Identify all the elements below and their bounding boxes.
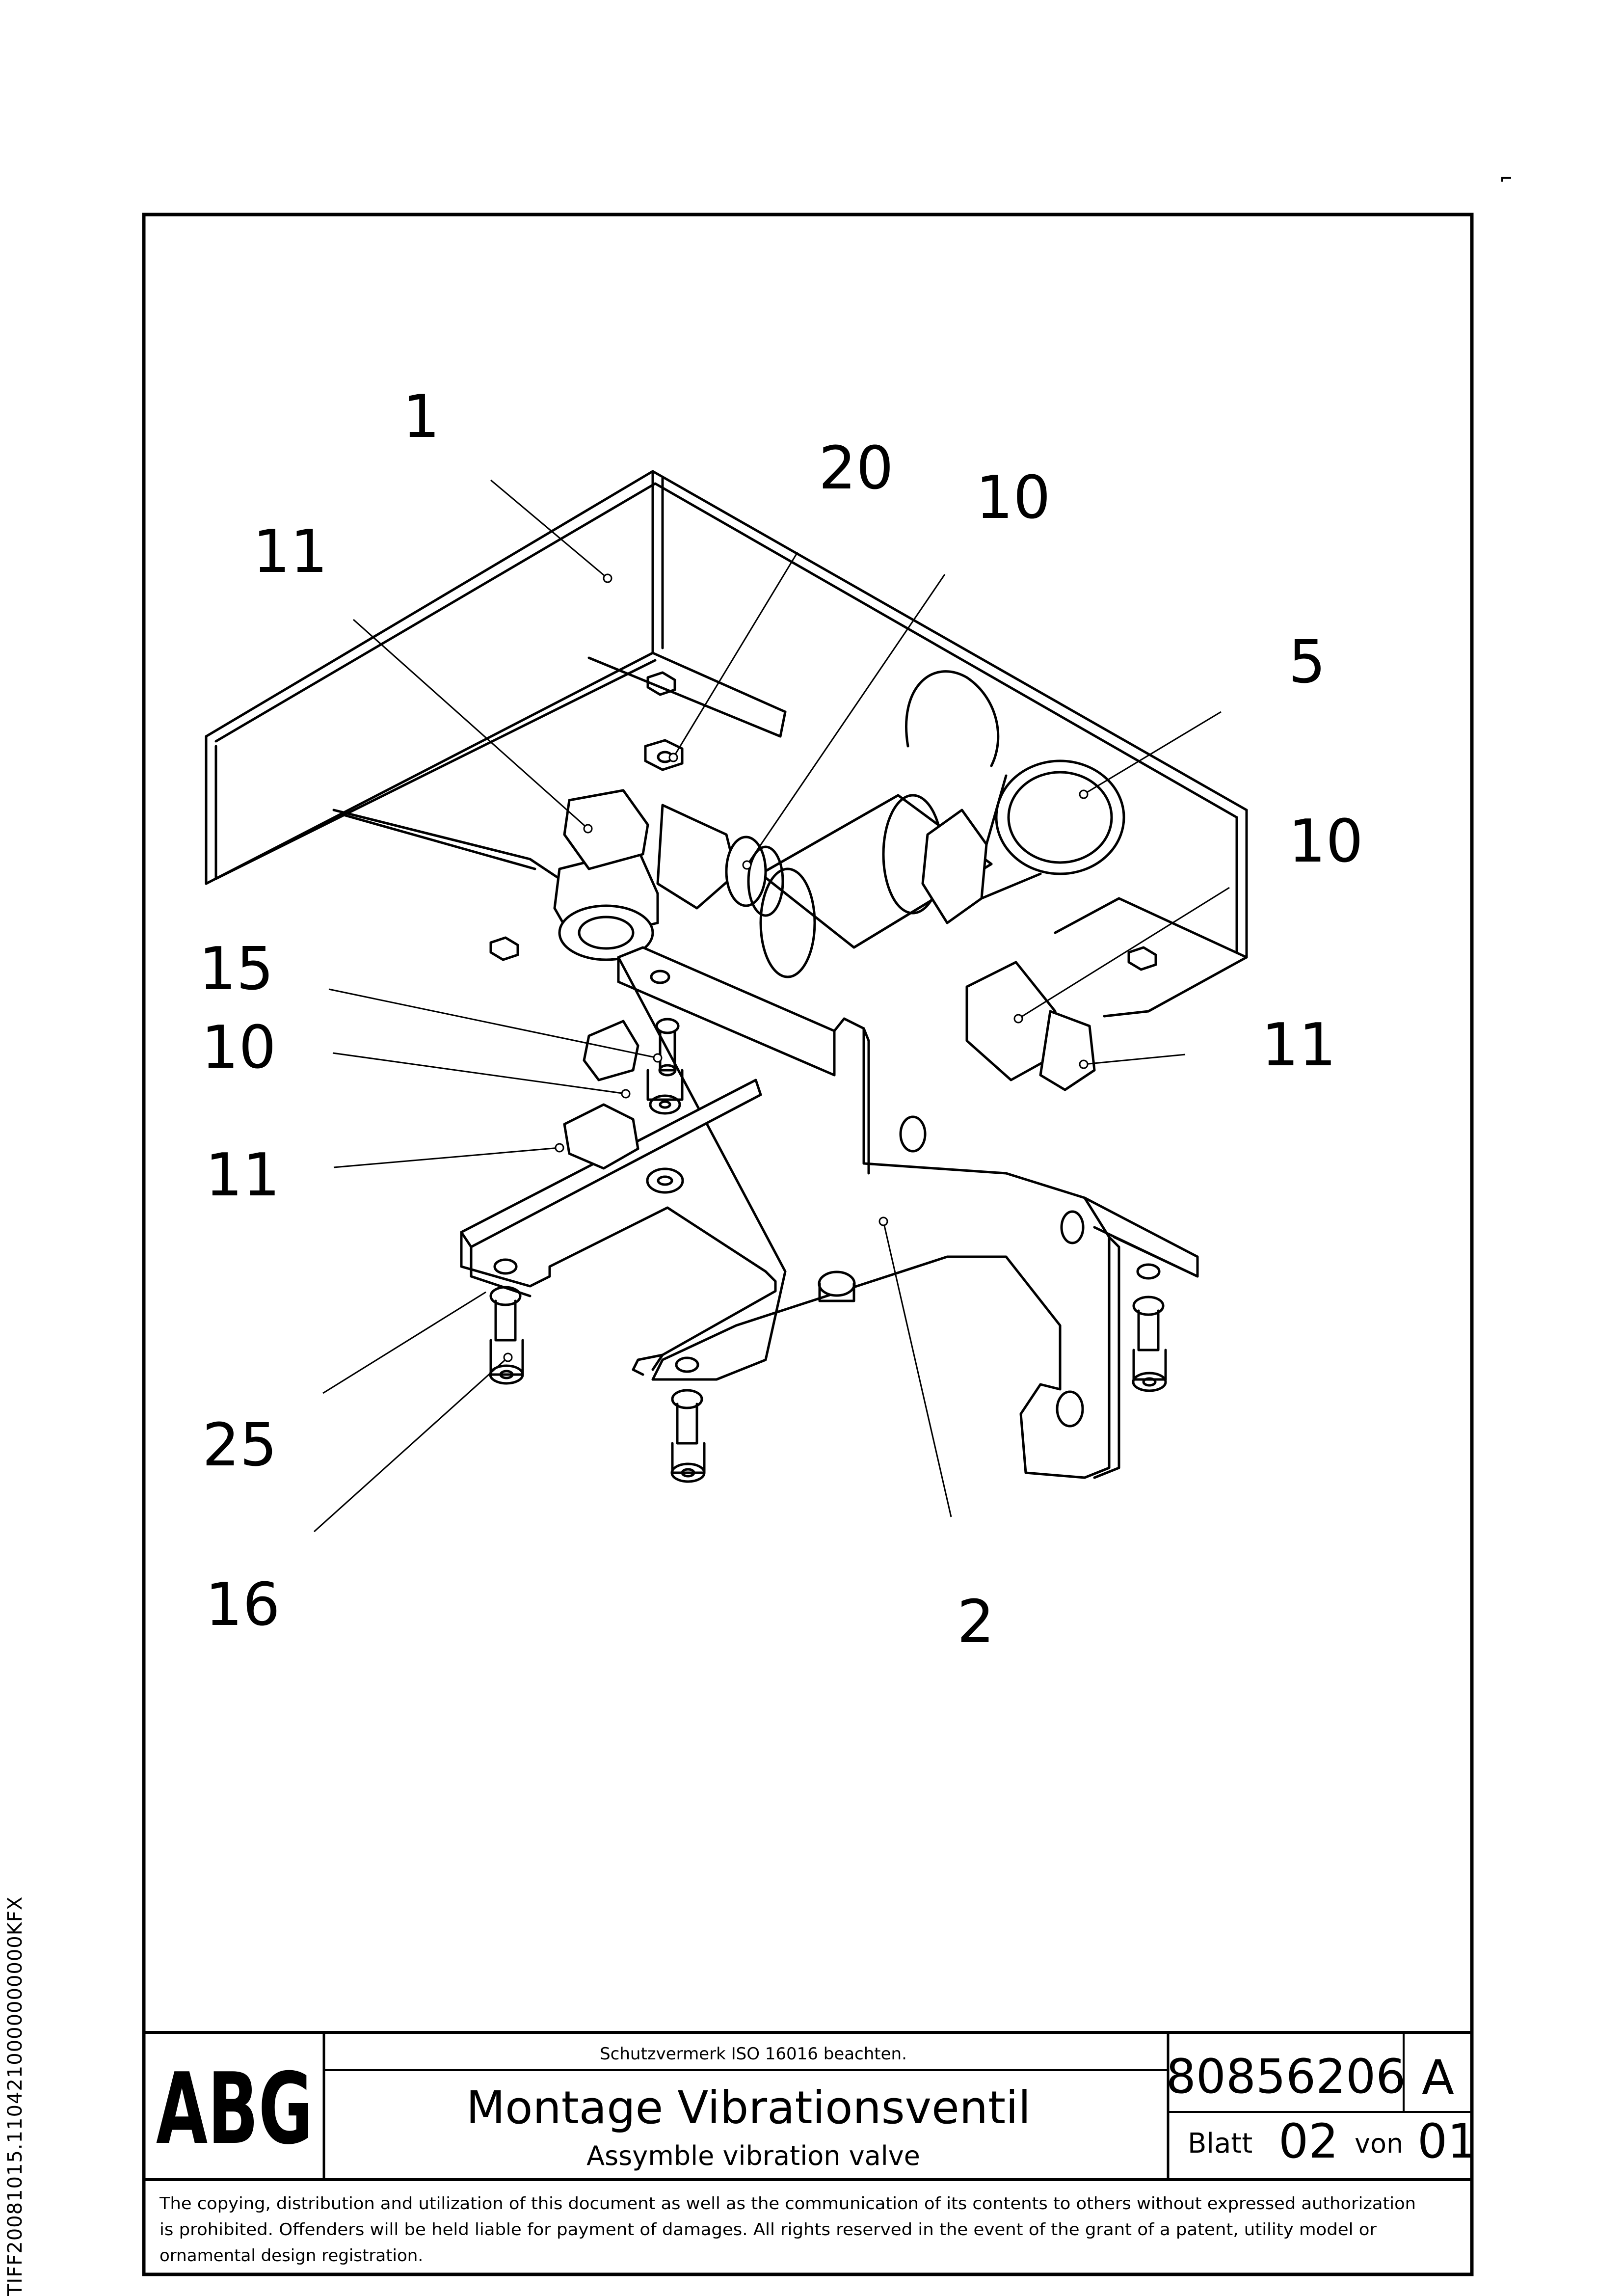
of-label: von — [1355, 2128, 1403, 2159]
screw-left — [489, 1286, 524, 1385]
sheet-label: Blatt — [1188, 2128, 1252, 2160]
callout-10: 10 — [201, 1014, 276, 1082]
callout-16: 16 — [205, 1571, 280, 1639]
screw-right — [1132, 1296, 1167, 1392]
callout-5: 5 — [1288, 628, 1326, 697]
screw-bottom — [670, 1389, 706, 1483]
title-block — [144, 2031, 1472, 2181]
leader-lines — [313, 479, 1230, 1533]
callout-2: 2 — [957, 1588, 994, 1656]
hex-nut — [1127, 946, 1157, 971]
part-cover-box — [205, 470, 1248, 1018]
title-english: Assymble vibration valve — [586, 2140, 920, 2171]
drawing-frame — [142, 213, 1474, 2276]
sheet-total: 01 — [1417, 2114, 1477, 2169]
copyright-notice: The copying, distribution and utilizatio… — [159, 2194, 1416, 2266]
callout-labels: 1 20 10 11 5 10 15 10 11 11 25 16 2 — [199, 383, 1363, 1656]
copyright-line: ornamental design registration. — [160, 2246, 423, 2266]
fitting-lower-right — [965, 961, 1096, 1091]
screw-center-right — [818, 1270, 856, 1302]
protection-notice: Schutzvermerk ISO 16016 beachten. — [600, 2044, 907, 2064]
side-document-code: TIFF20081015.1104210000000000KFX — [4, 1896, 27, 2296]
callout-10: 10 — [976, 464, 1051, 532]
hex-nut — [489, 936, 519, 961]
copyright-line: is prohibited. Offenders will be held li… — [160, 2220, 1377, 2240]
screw-upper — [646, 1018, 684, 1115]
callout-11: 11 — [205, 1141, 280, 1210]
callout-20: 20 — [819, 434, 894, 503]
hex-nut — [646, 671, 676, 696]
callout-1: 1 — [402, 383, 440, 451]
abg-logo: ABG — [156, 2052, 313, 2166]
part-bracket — [617, 946, 1199, 1479]
assembly-illustration — [205, 470, 1248, 1483]
callout-15: 15 — [199, 935, 274, 1003]
title-german: Montage Vibrationsventil — [466, 2081, 1031, 2134]
callout-11: 11 — [1261, 1011, 1336, 1080]
sheet-number: 02 — [1278, 2114, 1338, 2169]
corner-mark — [1501, 177, 1511, 182]
drawing-number: 80856206 — [1166, 2049, 1406, 2104]
fitting-lower-left — [563, 1020, 639, 1170]
revision: A — [1422, 2050, 1454, 2105]
fitting-top-left — [553, 789, 784, 961]
copyright-line: The copying, distribution and utilizatio… — [159, 2194, 1416, 2214]
screw-center — [646, 1167, 684, 1194]
callout-25: 25 — [202, 1411, 277, 1480]
callout-11: 11 — [253, 518, 328, 586]
part-solenoid — [921, 759, 1125, 924]
callout-10: 10 — [1288, 808, 1363, 876]
